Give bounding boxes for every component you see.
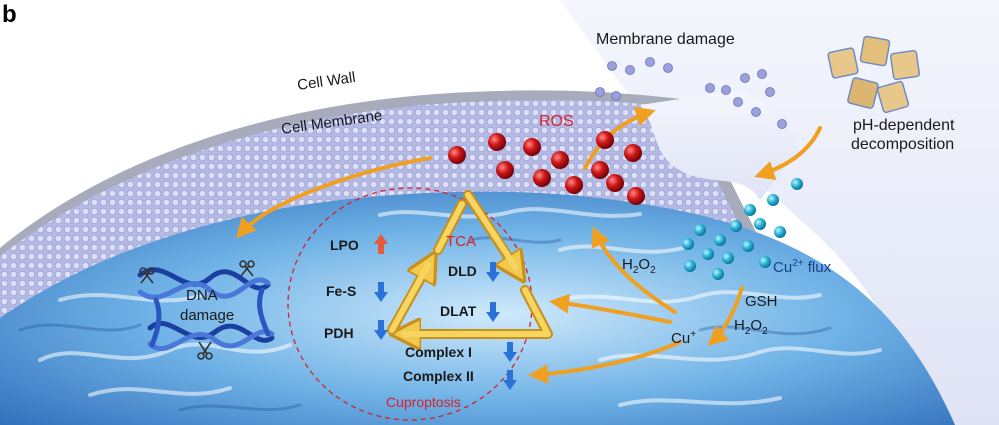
arrow-ros-to-dna — [236, 156, 432, 239]
h2o2-upper-label: H2O2 — [622, 256, 656, 276]
arrow-decomposition-to-cu — [754, 126, 822, 181]
dna-helix-icon — [137, 267, 275, 352]
tca-label: TCA — [446, 233, 476, 250]
arrow-cu-to-complex — [528, 340, 682, 385]
arrow-gsh-to-cu-plus — [707, 286, 744, 347]
cu-plus-label: Cu+ — [671, 329, 696, 347]
arrow-cu-to-tca — [549, 293, 672, 324]
dna-damage-label: damage — [180, 307, 234, 324]
h2o2-lower-label: H2O2 — [734, 317, 768, 337]
cuproptosis-label: Cuproptosis — [386, 394, 461, 410]
membrane-damage-label: Membrane damage — [596, 31, 735, 48]
complex1-label: Complex I — [405, 344, 472, 360]
dlat-label: DLAT — [440, 303, 477, 319]
ros-label: ROS — [539, 113, 574, 130]
ros-particles — [448, 131, 645, 205]
pdh-label: PDH — [324, 325, 354, 341]
arrow-cu-to-h2o2 — [591, 226, 677, 314]
ph-dependent-label: pH-dependent — [853, 117, 955, 134]
up-arrow-icon — [374, 234, 388, 254]
gsh-label: GSH — [745, 293, 778, 310]
down-arrow-icon — [374, 262, 517, 390]
scissors-icon — [139, 260, 255, 360]
flow-arrows — [236, 106, 822, 385]
arrow-ros-to-membrane — [583, 106, 656, 170]
dna-label: DNA — [186, 287, 218, 304]
cu-ions — [682, 178, 803, 280]
nanoparticle-icon — [827, 35, 920, 114]
dld-label: DLD — [448, 263, 477, 279]
lipid-fragments — [595, 57, 787, 129]
fes-label: Fe-S — [326, 283, 356, 299]
decomposition-label: decomposition — [851, 136, 954, 153]
complex2-label: Complex II — [403, 368, 474, 384]
lpo-label: LPO — [330, 237, 359, 253]
cu-flux-label: Cu2+ flux — [773, 258, 832, 276]
panel-letter: b — [2, 1, 17, 28]
